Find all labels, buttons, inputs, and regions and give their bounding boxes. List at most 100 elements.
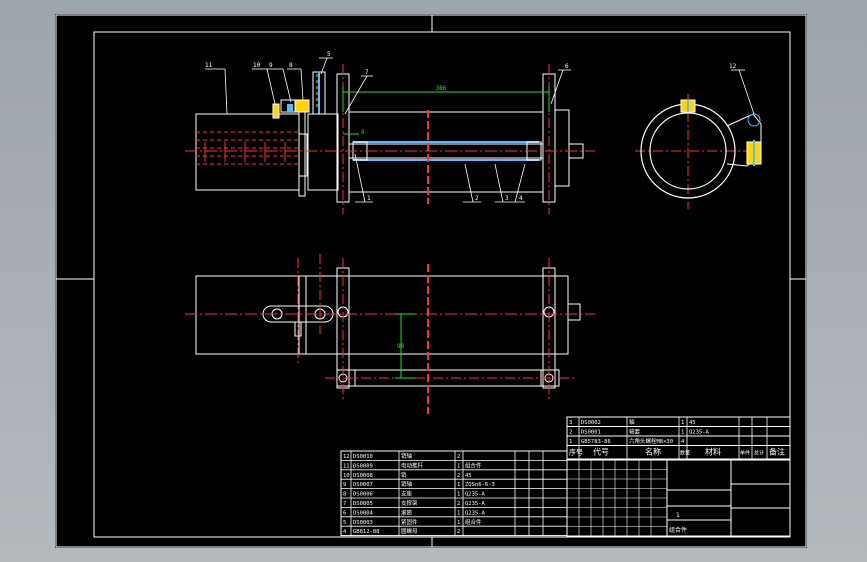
bom-lower-code: DS0009	[353, 463, 373, 469]
bom-upper-no: 1	[569, 439, 572, 445]
bom-header-code: 代号	[593, 447, 609, 457]
dim-label-small: 8	[361, 129, 365, 136]
bom-lower-code: DS0010	[353, 454, 373, 460]
bom-lower-no: 6	[343, 510, 346, 516]
bom-header-qty: 数量	[680, 450, 690, 457]
outer-border	[55, 14, 807, 548]
bom-lower-no: 8	[343, 492, 346, 498]
bom-upper-qty: 4	[681, 439, 685, 445]
bom-lower-qty: 2	[457, 529, 460, 535]
bom-lower-code: GB812-88	[353, 529, 380, 535]
bom-upper-no: 3	[569, 420, 572, 426]
side-view-clamp: 12	[635, 63, 762, 209]
bom-lower-mat: 组合件	[465, 518, 482, 526]
bom-upper-no: 2	[569, 430, 572, 436]
balloon-1: 1	[367, 195, 371, 202]
balloon-5: 5	[327, 51, 331, 58]
bom-lower-name: 紧固件	[401, 518, 418, 526]
bom-lower-name: 支撑架	[401, 499, 418, 507]
bom-upper-code: GB5783-86	[581, 439, 611, 445]
balloon-2: 2	[475, 195, 479, 202]
clamp-ring-inner	[649, 112, 727, 190]
bom-header-name: 名称	[645, 447, 661, 457]
balloon-4: 4	[519, 195, 523, 202]
bom-lower-no: 5	[343, 520, 346, 526]
balloon-11: 11	[205, 62, 213, 69]
bom-upper-code: DS0002	[581, 420, 601, 426]
bom-lower-qty: 2	[457, 501, 460, 507]
roller-front	[305, 275, 569, 355]
dim-label-386: 386	[436, 85, 447, 92]
balloon-7: 7	[365, 69, 369, 76]
bom-lower-name: 销轴	[401, 452, 413, 460]
bom-lower-code: DS0004	[353, 510, 374, 516]
dim-top-length	[342, 86, 550, 112]
bom-upper-mat: 45	[689, 420, 696, 426]
push-rod-body	[195, 113, 300, 191]
bom-lower-name: 滚筒	[401, 508, 413, 516]
balloon-9: 9	[269, 62, 273, 69]
inner-frame	[93, 31, 791, 538]
bom-lower-qty: 1	[457, 492, 460, 498]
bom-upper-mat: Q235-A	[689, 430, 710, 436]
bom-lower-qty: 1	[457, 463, 460, 469]
front-view: 98	[185, 254, 595, 414]
roller-outline	[348, 111, 544, 193]
bom-lower-name: 销	[401, 471, 407, 479]
balloon-12: 12	[729, 63, 737, 70]
leaders-top	[205, 57, 571, 203]
dim-label-98: 98	[397, 343, 405, 350]
bom-lower-code: DS0008	[353, 473, 373, 479]
clamp-arm	[726, 113, 762, 167]
bom-lower-qty: 1	[457, 520, 460, 526]
top-view: 386 8 11 1	[185, 51, 595, 214]
balloon-10: 10	[253, 62, 261, 69]
bom-header-no: 序号	[569, 448, 583, 457]
bom-upper-name: 六角头螺栓M8×30	[629, 437, 673, 445]
dim-front-height	[395, 313, 415, 379]
bom-lower-no: 4	[343, 529, 347, 535]
bom-lower-name: 圆螺母	[401, 527, 418, 535]
bom-lower-qty: 2	[457, 454, 460, 460]
bom-upper-name: 轴	[629, 418, 635, 426]
bom-lower-mat: Q235-A	[465, 510, 486, 516]
bom-upper-code: DS0001	[581, 430, 601, 436]
bom-header-unit: 单件	[740, 450, 750, 457]
push-rod-ticks	[204, 142, 286, 162]
centering-marks	[56, 15, 806, 547]
bom-lower-qty: 1	[457, 510, 460, 516]
bom-lower-no: 7	[343, 501, 346, 507]
bom-lower-mat: 45	[465, 473, 472, 479]
link-arm	[262, 305, 334, 323]
drawing-sheet[interactable]: 386 8 11 1	[55, 14, 807, 548]
bom-lower-no: 12	[343, 454, 350, 460]
bom-lower-mat: ZQSn6-6-3	[465, 482, 495, 488]
balloon-3: 3	[505, 195, 509, 202]
bom-lower-name: 支座	[401, 490, 413, 498]
pin-10	[272, 103, 280, 119]
bom-upper-qty: 1	[681, 420, 684, 426]
push-rod-front	[195, 275, 300, 355]
bom-lower-code: DS0006	[353, 492, 373, 498]
bom-lower-name: 销轴	[401, 480, 413, 488]
bom-lower-mat: Q235-A	[465, 492, 486, 498]
bom-header-note: 备注	[769, 447, 785, 457]
bom-lower-code: DS0005	[353, 501, 373, 507]
balloon-6: 6	[565, 63, 569, 70]
bom-lower-no: 9	[343, 482, 346, 488]
balloon-8: 8	[289, 62, 293, 69]
bom-header-mat: 材料	[705, 447, 721, 457]
bom-header-total: 总计	[754, 450, 764, 457]
bom-lower-qty: 2	[457, 473, 460, 479]
bom-upper-name: 轴套	[629, 428, 641, 436]
bom-lower-no: 10	[343, 473, 350, 479]
bom-lower-mat: 组合件	[465, 461, 482, 469]
bom-upper-qty: 1	[681, 430, 684, 436]
bom-lower-code: DS0007	[353, 482, 373, 488]
bom-lower-qty: 1	[457, 482, 460, 488]
assembly-label: 组合件	[669, 526, 687, 534]
